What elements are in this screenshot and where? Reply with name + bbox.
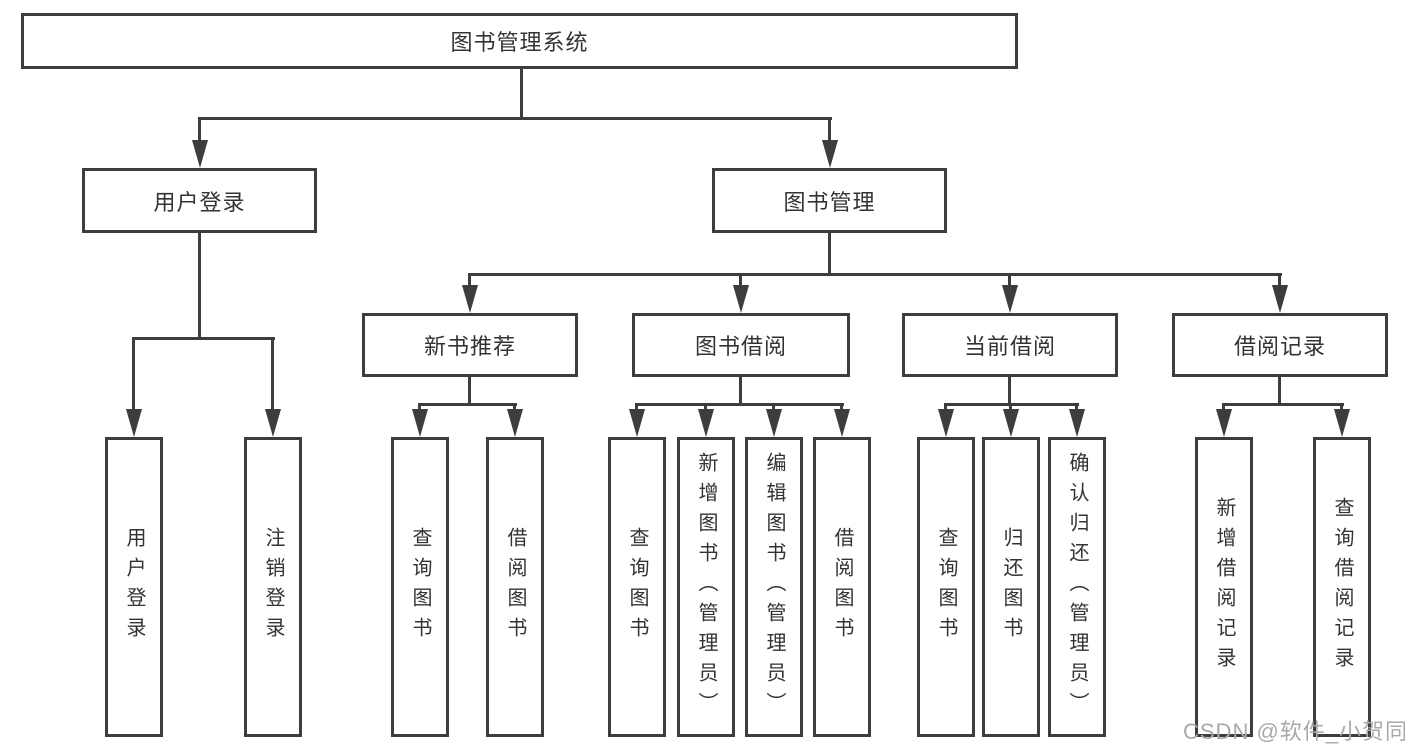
connector-drop-cb-query (944, 403, 947, 414)
connector-drop-br-query (1340, 403, 1343, 414)
connector-borrow-records-trunk (1278, 377, 1281, 404)
arrowhead-bb-query-icon (629, 409, 645, 437)
connector-drop-current-borrow (1008, 273, 1011, 289)
connector-drop-book-management (828, 117, 831, 144)
node-cb-query-books: 查询图书 (917, 437, 975, 737)
connector-drop-nb-borrow (513, 403, 516, 414)
node-label: 新书推荐 (423, 334, 516, 359)
connector-new-books-trunk (468, 377, 471, 404)
node-label: 当前借阅 (963, 334, 1056, 359)
node-logout: 注销登录 (244, 437, 302, 737)
node-label: 图书借阅 (694, 334, 787, 359)
node-label: 新增图书（管理员） (695, 452, 717, 722)
connector-drop-bb-add (704, 403, 707, 414)
arrowhead-current-borrow-icon (1002, 285, 1018, 313)
node-label: 借阅图书 (504, 527, 526, 647)
node-borrowing-records: 借阅记录 (1172, 313, 1388, 377)
connector-book-management-bar (468, 273, 1282, 276)
node-cb-confirm-return-admin: 确认归还（管理员） (1048, 437, 1106, 737)
node-user-login: 用户登录 (82, 168, 317, 233)
connector-drop-borrow-records (1278, 273, 1281, 289)
node-book-borrowing: 图书借阅 (632, 313, 850, 377)
node-nb-query-books: 查询图书 (391, 437, 449, 737)
connector-new-books-bar (418, 403, 517, 406)
connector-borrow-records-bar (1222, 403, 1344, 406)
node-user-login-leaf: 用户登录 (105, 437, 163, 737)
node-label: 编辑图书（管理员） (763, 452, 785, 722)
arrowhead-cb-query-icon (938, 409, 954, 437)
connector-drop-cb-confirm (1075, 403, 1078, 414)
node-label: 查询图书 (935, 527, 957, 647)
node-book-management: 图书管理 (712, 168, 947, 233)
connector-drop-nb-query (418, 403, 421, 414)
arrowhead-cb-return-icon (1003, 409, 1019, 437)
node-cb-return-books: 归还图书 (982, 437, 1040, 737)
node-br-query-record: 查询借阅记录 (1313, 437, 1371, 737)
arrowhead-login-icon (126, 409, 142, 437)
arrowhead-logout-icon (265, 409, 281, 437)
connector-user-login-bar (132, 337, 275, 340)
arrowhead-nb-query-icon (412, 409, 428, 437)
arrowhead-cb-confirm-icon (1069, 409, 1085, 437)
arrowhead-bb-add-icon (698, 409, 714, 437)
node-label: 图书管理系统 (450, 30, 589, 55)
node-bb-add-books-admin: 新增图书（管理员） (677, 437, 735, 737)
node-label: 查询图书 (626, 527, 648, 647)
connector-drop-bb-edit (772, 403, 775, 414)
connector-drop-new-books (468, 273, 471, 289)
node-bb-borrow-books: 借阅图书 (813, 437, 871, 737)
connector-drop-bb-borrow (840, 403, 843, 414)
node-label: 确认归还（管理员） (1066, 452, 1088, 722)
arrowhead-user-login-icon (192, 140, 208, 168)
arrowhead-new-books-icon (462, 285, 478, 313)
node-label: 注销登录 (262, 527, 284, 647)
connector-book-borrow-bar (635, 403, 844, 406)
arrowhead-book-management-icon (822, 140, 838, 168)
arrowhead-nb-borrow-icon (507, 409, 523, 437)
connector-drop-br-add (1222, 403, 1225, 414)
node-label: 用户登录 (153, 189, 246, 215)
node-current-borrowing: 当前借阅 (902, 313, 1118, 377)
arrowhead-br-add-icon (1216, 409, 1232, 437)
connector-root-bar (198, 117, 832, 120)
csdn-watermark: CSDN @软件_小贺同学 (1183, 719, 1405, 744)
arrowhead-bb-edit-icon (766, 409, 782, 437)
node-label: 归还图书 (1000, 527, 1022, 647)
node-new-book-recommend: 新书推荐 (362, 313, 578, 377)
node-label: 用户登录 (123, 527, 145, 647)
node-library-management-system: 图书管理系统 (21, 13, 1018, 69)
connector-drop-book-borrow (739, 273, 742, 289)
node-label: 借阅记录 (1233, 334, 1326, 359)
connector-drop-login (132, 337, 135, 412)
node-label: 图书管理 (783, 189, 876, 215)
node-bb-edit-books-admin: 编辑图书（管理员） (745, 437, 803, 737)
connector-user-login-trunk (198, 233, 201, 339)
connector-drop-user-login (198, 117, 201, 144)
connector-drop-logout (271, 337, 274, 412)
node-label: 查询图书 (409, 527, 431, 647)
node-label: 查询借阅记录 (1331, 497, 1353, 677)
node-nb-borrow-books: 借阅图书 (486, 437, 544, 737)
arrowhead-borrow-records-icon (1272, 285, 1288, 313)
connector-drop-bb-query (635, 403, 638, 414)
arrowhead-bb-borrow-icon (834, 409, 850, 437)
arrowhead-br-query-icon (1334, 409, 1350, 437)
node-br-add-record: 新增借阅记录 (1195, 437, 1253, 737)
connector-drop-cb-return (1009, 403, 1012, 414)
arrowhead-book-borrow-icon (733, 285, 749, 313)
node-label: 借阅图书 (831, 527, 853, 647)
connector-root-trunk (520, 69, 523, 117)
node-bb-query-books: 查询图书 (608, 437, 666, 737)
connector-book-management-trunk (828, 233, 831, 276)
connector-book-borrow-trunk (739, 377, 742, 404)
node-label: 新增借阅记录 (1213, 497, 1235, 677)
connector-current-borrow-trunk (1008, 377, 1011, 404)
